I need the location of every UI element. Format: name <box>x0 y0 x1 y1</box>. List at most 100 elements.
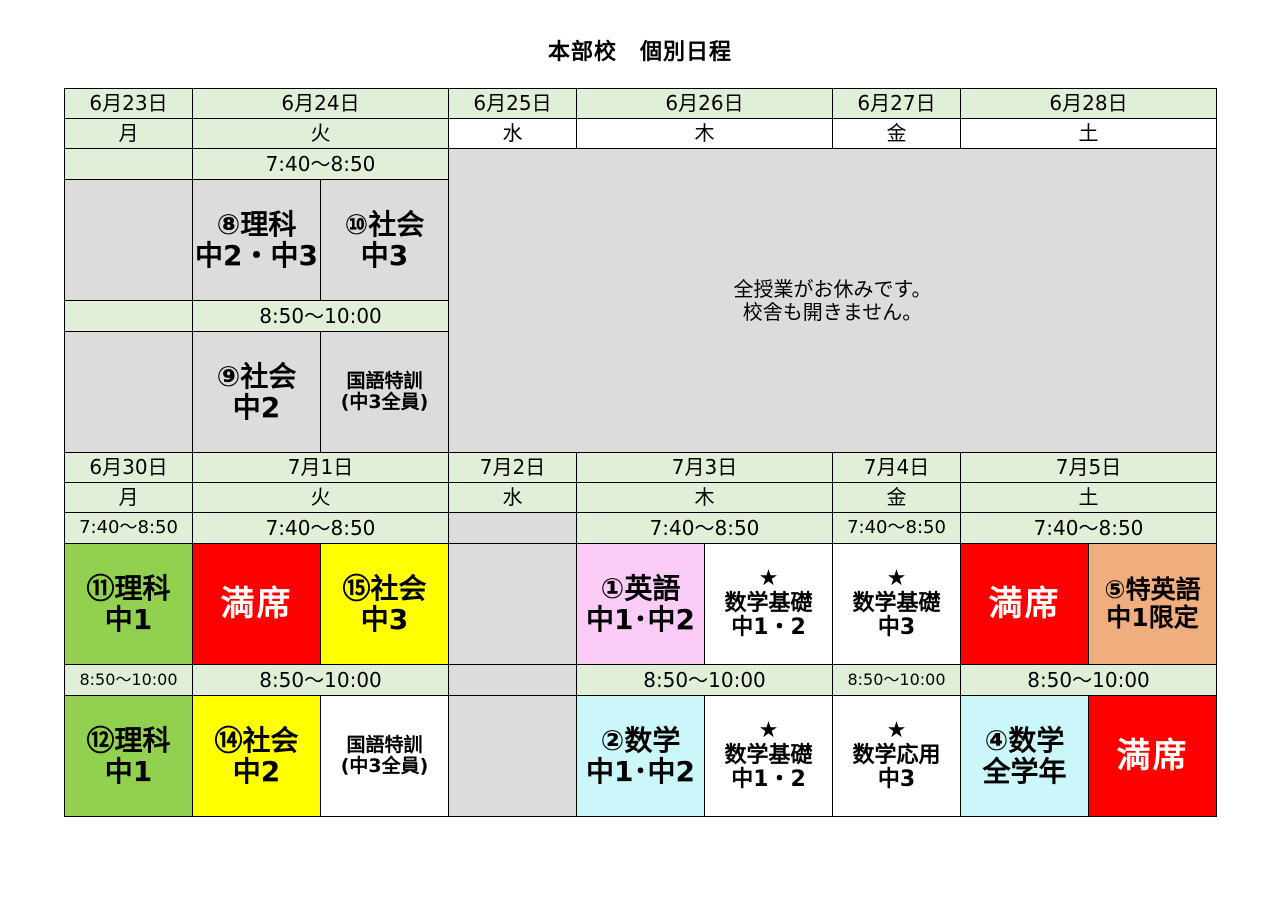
weekday-cell: 月 <box>64 482 193 513</box>
full-cell: 満席 <box>1088 695 1217 817</box>
class-cell: ★ 数学応用 中3 <box>832 695 961 817</box>
time-cell-empty <box>448 664 577 696</box>
weekday-cell: 土 <box>960 118 1217 149</box>
weekday-cell: 金 <box>832 118 961 149</box>
empty-slot <box>64 331 193 453</box>
class-name: ⑤特英語 <box>1104 575 1201 604</box>
class-cell: ⑧理科 中2・中3 <box>192 179 321 301</box>
closed-notice: 全授業がお休みです。 校舎も開きません。 <box>448 148 1217 453</box>
date-cell: 6月30日 <box>64 452 193 483</box>
class-grade: 中2 <box>232 755 281 788</box>
time-cell: 7:40～8:50 <box>960 512 1217 544</box>
weekday-cell: 火 <box>192 482 449 513</box>
weekday-cell: 水 <box>448 118 577 149</box>
schedule-table: 6月23日 6月24日 6月25日 6月26日 6月27日 6月28日 月 火 … <box>64 88 1217 817</box>
class-name: ④数学 <box>984 723 1065 757</box>
class-name: 国語特訓 <box>346 369 423 392</box>
weekday-cell: 水 <box>448 482 577 513</box>
class-name: ①英語 <box>600 571 681 605</box>
class-name: 数学基礎 <box>852 590 941 616</box>
date-cell: 7月4日 <box>832 452 961 483</box>
time-cell: 8:50～10:00 <box>960 664 1217 696</box>
full-cell: 満席 <box>192 543 321 665</box>
weekday-cell: 土 <box>960 482 1217 513</box>
class-name: ⑫理科 <box>86 723 171 757</box>
empty-slot <box>448 543 577 665</box>
class-cell: 国語特訓 (中3全員) <box>320 331 449 453</box>
empty-slot <box>448 695 577 817</box>
time-cell: 8:50～10:00 <box>64 664 193 696</box>
time-cell: 8:50～10:00 <box>192 664 449 696</box>
class-cell: ②数学 中1･中2 <box>576 695 705 817</box>
class-cell: ★ 数学基礎 中1・2 <box>704 695 833 817</box>
class-cell: ⑪理科 中1 <box>64 543 193 665</box>
closed-line-2: 校舎も開きません。 <box>742 299 923 324</box>
class-grade: 中1･中2 <box>586 755 695 788</box>
class-name: 数学基礎 <box>724 590 813 616</box>
class-grade: 中1限定 <box>1106 603 1199 632</box>
weekday-cell: 火 <box>192 118 449 149</box>
class-name: 数学基礎 <box>724 742 813 768</box>
time-cell: 8:50～10:00 <box>832 664 961 696</box>
class-grade: 中1 <box>104 755 153 788</box>
class-grade: 中1・2 <box>731 615 806 641</box>
class-grade: 中3 <box>360 603 409 636</box>
class-cell: ①英語 中1･中2 <box>576 543 705 665</box>
time-cell: 8:50～10:00 <box>576 664 833 696</box>
star-icon: ★ <box>886 718 907 744</box>
class-cell: ⑭社会 中2 <box>192 695 321 817</box>
time-cell: 7:40～8:50 <box>192 512 449 544</box>
class-grade: 中2・中3 <box>195 239 318 272</box>
class-grade: 中1・2 <box>731 767 806 793</box>
weekday-cell: 木 <box>576 482 833 513</box>
class-name: ⑮社会 <box>342 571 427 605</box>
full-cell: 満席 <box>960 543 1089 665</box>
class-cell: ⑫理科 中1 <box>64 695 193 817</box>
class-name: ⑧理科 <box>216 207 297 241</box>
class-name: 数学応用 <box>852 742 941 768</box>
class-grade: 中3 <box>877 615 916 641</box>
class-cell: ★ 数学基礎 中1・2 <box>704 543 833 665</box>
class-cell: 国語特訓 (中3全員) <box>320 695 449 817</box>
class-name: 国語特訓 <box>346 733 423 756</box>
class-name: ⑪理科 <box>86 571 171 605</box>
full-label: 満席 <box>988 583 1061 624</box>
class-cell: ★ 数学基礎 中3 <box>832 543 961 665</box>
class-grade: (中3全員) <box>340 391 429 413</box>
time-cell: 7:40～8:50 <box>832 512 961 544</box>
date-cell: 6月28日 <box>960 88 1217 119</box>
star-icon: ★ <box>758 718 779 744</box>
time-cell: 8:50～10:00 <box>192 300 449 332</box>
class-cell: ⑮社会 中3 <box>320 543 449 665</box>
date-cell: 7月3日 <box>576 452 833 483</box>
weekday-cell: 金 <box>832 482 961 513</box>
time-cell: 7:40～8:50 <box>64 512 193 544</box>
star-icon: ★ <box>758 566 779 592</box>
class-grade: (中3全員) <box>340 755 429 777</box>
class-grade: 中2 <box>232 391 281 424</box>
class-cell: ④数学 全学年 <box>960 695 1089 817</box>
class-grade: 中3 <box>360 239 409 272</box>
class-cell: ⑨社会 中2 <box>192 331 321 453</box>
time-cell: 7:40～8:50 <box>576 512 833 544</box>
class-name: ⑨社会 <box>216 359 297 393</box>
empty-slot <box>64 179 193 301</box>
class-cell: ⑩社会 中3 <box>320 179 449 301</box>
date-cell: 6月24日 <box>192 88 449 119</box>
time-cell-empty <box>448 512 577 544</box>
class-grade: 全学年 <box>982 755 1067 788</box>
class-name: ⑭社会 <box>214 723 299 757</box>
class-name: ⑩社会 <box>344 207 425 241</box>
closed-line-1: 全授業がお休みです。 <box>733 277 932 302</box>
full-label: 満席 <box>1116 735 1189 776</box>
date-cell: 7月2日 <box>448 452 577 483</box>
date-cell: 6月25日 <box>448 88 577 119</box>
time-cell-empty <box>64 300 193 332</box>
class-cell: ⑤特英語 中1限定 <box>1088 543 1217 665</box>
date-cell: 7月1日 <box>192 452 449 483</box>
page-title: 本部校 個別日程 <box>547 40 732 65</box>
class-grade: 中3 <box>877 767 916 793</box>
class-name: ②数学 <box>600 723 681 757</box>
time-cell: 7:40～8:50 <box>192 148 449 180</box>
star-icon: ★ <box>886 566 907 592</box>
